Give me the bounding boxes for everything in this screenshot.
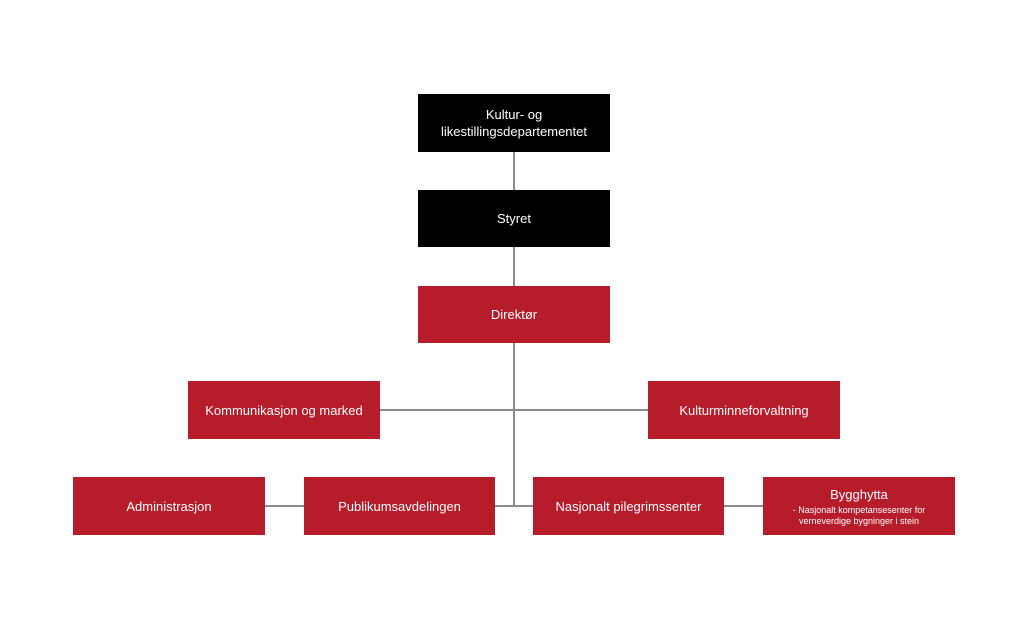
heritage-label: Kulturminneforvaltning <box>679 402 809 418</box>
ministry-label: Kultur- og likestillingsdepartementet <box>441 107 587 139</box>
connector-bottom-horizontal <box>495 505 533 507</box>
heritage-box: Kulturminneforvaltning <box>648 381 840 439</box>
communication-label: Kommunikasjon og marked <box>205 402 363 418</box>
administration-label: Administrasjon <box>126 498 212 514</box>
bygghytta-title: Bygghytta <box>830 486 888 502</box>
visitors-box: Publikumsavdelingen <box>304 477 495 535</box>
connector-pilgrim-bygghytta <box>724 505 763 507</box>
connector-ministry-board <box>513 152 515 190</box>
connector-staff-horizontal <box>380 409 648 411</box>
pilgrim-center-label: Nasjonalt pilegrimssenter <box>555 498 702 514</box>
connector-board-director <box>513 247 515 286</box>
connector-admin-visitors <box>265 505 304 507</box>
director-box: Direktør <box>418 286 610 343</box>
pilgrim-center-box: Nasjonalt pilegrimssenter <box>533 477 724 535</box>
communication-box: Kommunikasjon og marked <box>188 381 380 439</box>
board-box: Styret <box>418 190 610 247</box>
administration-box: Administrasjon <box>73 477 265 535</box>
bygghytta-subtitle: - Nasjonalt kompetansesenter for verneve… <box>792 504 926 526</box>
bygghytta-box: Bygghytta - Nasjonalt kompetansesenter f… <box>763 477 955 535</box>
director-label: Direktør <box>490 307 538 322</box>
board-label: Styret <box>497 211 531 226</box>
ministry-box: Kultur- og likestillingsdepartementet <box>418 94 610 152</box>
visitors-label: Publikumsavdelingen <box>338 498 461 514</box>
connector-director-trunk <box>513 343 515 507</box>
